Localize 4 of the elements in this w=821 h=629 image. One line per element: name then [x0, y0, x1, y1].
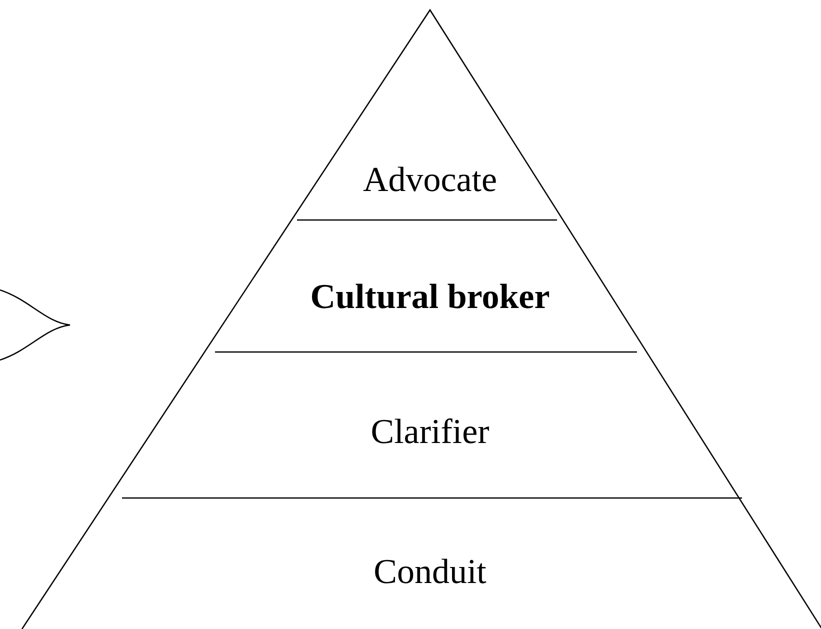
level-label: Advocate [362, 160, 498, 200]
level-label: Conduit [374, 552, 486, 592]
level-label: Cultural broker [310, 278, 550, 316]
level-label: Clarifier [370, 412, 490, 452]
